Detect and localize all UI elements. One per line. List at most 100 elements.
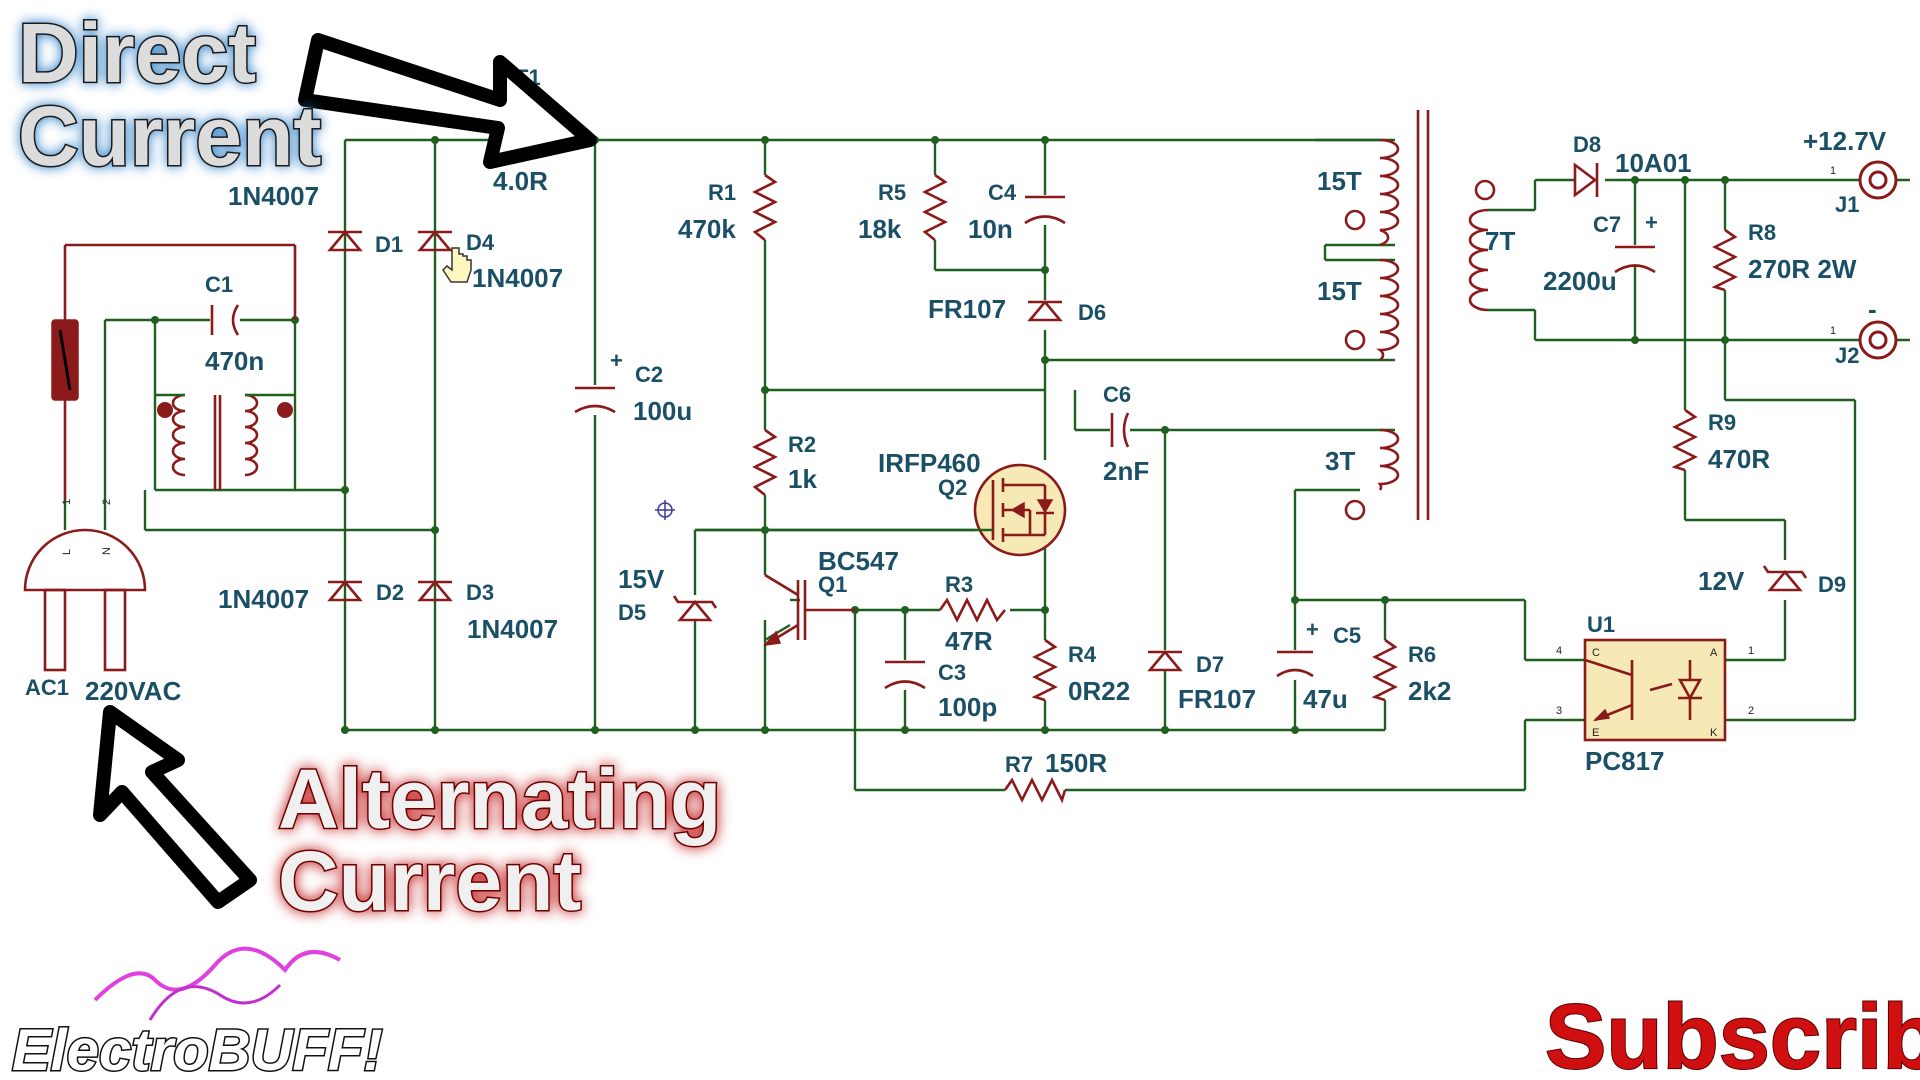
c2-value: 100u <box>633 396 692 426</box>
c6-value: 2nF <box>1103 456 1149 486</box>
q2-value: IRFP460 <box>878 448 981 478</box>
d4-value: 1N4007 <box>472 263 563 293</box>
d9-value: 12V <box>1698 566 1745 596</box>
c2-capacitor <box>574 386 616 414</box>
c7-capacitor <box>1614 245 1656 274</box>
d1-value: 1N4007 <box>228 181 319 211</box>
c6-ref: C6 <box>1103 382 1131 407</box>
d2-value: 1N4007 <box>218 584 309 614</box>
r4-resistor <box>1031 638 1058 702</box>
r2-resistor <box>752 428 778 497</box>
d1-diode <box>327 229 363 252</box>
wires <box>103 138 1910 792</box>
secondary-turns: 7T <box>1485 226 1515 256</box>
c5-ref: C5 <box>1333 623 1361 648</box>
c3-ref: C3 <box>938 660 966 685</box>
r5-ref: R5 <box>878 180 906 205</box>
d7-diode <box>1147 649 1183 672</box>
r7-resistor <box>1003 777 1067 804</box>
r6-resistor <box>1371 638 1398 702</box>
c4-ref: C4 <box>988 180 1017 205</box>
c7-value: 2200u <box>1543 266 1617 296</box>
c3-value: 100p <box>938 692 997 722</box>
u1-pin-3: 3 <box>1556 705 1562 717</box>
r5-value: 18k <box>858 214 902 244</box>
j1-pin: 1 <box>1830 165 1836 177</box>
alternating-current-label: Alternating Current <box>277 751 723 930</box>
r1-ref: R1 <box>708 180 736 205</box>
ac1-ref: AC1 <box>25 675 69 700</box>
d2-diode <box>327 579 363 602</box>
u1-pin-k: K <box>1710 727 1718 739</box>
r4-value: 0R22 <box>1068 676 1130 706</box>
d6-value: FR107 <box>928 294 1006 324</box>
c7-ref: C7 <box>1593 212 1621 237</box>
c2-ref: C2 <box>635 362 663 387</box>
j1-value: +12.7V <box>1803 126 1887 156</box>
direct-current-label: Direct Current <box>17 5 323 185</box>
d8-diode <box>1573 162 1599 198</box>
direct-current-line1: Direct <box>18 6 256 100</box>
c1-capacitor <box>210 304 240 336</box>
q2-ref: Q2 <box>938 475 967 500</box>
ac1-value: 220VAC <box>85 676 182 706</box>
u1-pin-a: A <box>1710 647 1718 659</box>
r1-resistor <box>752 173 778 242</box>
c6-capacitor <box>1110 412 1130 448</box>
u1-pin-c: C <box>1592 647 1600 659</box>
q1-transistor <box>763 573 855 647</box>
d8-value: 10A01 <box>1615 148 1692 178</box>
main-transformer <box>1344 110 1535 521</box>
c1-value: 470n <box>205 346 264 376</box>
d9-ref: D9 <box>1818 572 1846 597</box>
j1-ref: J1 <box>1835 192 1859 217</box>
r5-resistor <box>922 173 948 242</box>
u1-value: PC817 <box>1585 746 1665 776</box>
d7-ref: D7 <box>1196 652 1224 677</box>
q2-mosfet <box>695 463 1067 557</box>
primary-lower-turns: 15T <box>1317 276 1362 306</box>
alternating-current-arrow-icon <box>93 705 257 909</box>
u1-pin-4: 4 <box>1556 645 1562 657</box>
r3-value: 47R <box>945 626 993 656</box>
d5-value: 15V <box>618 564 665 594</box>
d3-value: 1N4007 <box>467 614 558 644</box>
t1-choke <box>155 393 295 490</box>
r8-resistor <box>1711 228 1738 292</box>
c5-polarity: + <box>1306 617 1319 642</box>
subscribe-label[interactable]: Subscribe <box>1544 985 1920 1080</box>
r2-value: 1k <box>788 464 817 494</box>
direct-current-line2: Current <box>18 89 321 183</box>
alternating-current-line2: Current <box>278 834 581 928</box>
r6-ref: R6 <box>1408 642 1436 667</box>
r9-value: 470R <box>1708 444 1770 474</box>
j2-jack <box>1858 320 1898 360</box>
crosshair-icon <box>655 500 675 520</box>
r1-value: 470k <box>678 214 736 244</box>
c4-capacitor <box>1024 195 1066 225</box>
q1-ref: Q1 <box>818 572 847 597</box>
u1-optocoupler <box>1583 638 1727 742</box>
r7-ref: R7 <box>1005 752 1033 777</box>
t1-value: 4.0R <box>493 166 548 196</box>
ac1-pin-l: L <box>61 549 73 555</box>
ac1-pin-n: N <box>101 547 113 555</box>
d2-ref: D2 <box>376 580 404 605</box>
u1-pin-2: 2 <box>1748 705 1754 717</box>
primary-upper-turns: 15T <box>1317 166 1362 196</box>
j2-value: - <box>1868 294 1877 324</box>
ac1-plug <box>23 243 297 672</box>
d9-zener <box>1762 565 1808 592</box>
r2-ref: R2 <box>788 432 816 457</box>
c4-value: 10n <box>968 214 1013 244</box>
d5-ref: D5 <box>618 600 646 625</box>
c3-capacitor <box>884 660 926 690</box>
d5-zener <box>672 595 718 622</box>
r3-ref: R3 <box>945 572 973 597</box>
d4-ref: D4 <box>466 230 495 255</box>
r9-resistor <box>1671 408 1698 472</box>
j2-pin: 1 <box>1830 325 1836 337</box>
d7-value: FR107 <box>1178 684 1256 714</box>
u1-ref: U1 <box>1587 612 1615 637</box>
